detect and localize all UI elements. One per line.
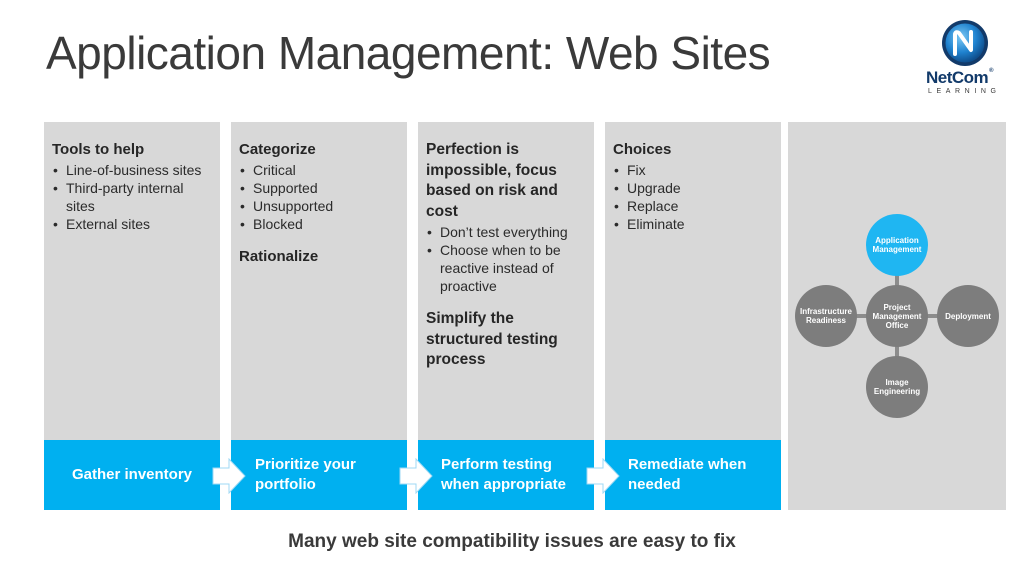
diagram-node-project-management-office: Project Management Office	[866, 285, 928, 347]
diagram-node-application-management: Application Management	[866, 214, 928, 276]
list-item: Critical	[239, 161, 399, 179]
bullet-list: Critical Supported Unsupported Blocked	[239, 161, 399, 233]
column-categorize: Categorize Critical Supported Unsupporte…	[231, 122, 407, 440]
column-subheading: Rationalize	[239, 248, 319, 265]
netcom-logo: NetCom® LEARNING	[922, 18, 1008, 102]
column-tools: Tools to help Line-of-business sites Thi…	[44, 122, 220, 440]
logo-name: NetCom	[926, 68, 989, 87]
list-item: Upgrade	[613, 179, 773, 197]
step-label: Perform testing when appropriate	[441, 456, 567, 493]
step-label: Prioritize your portfolio	[255, 456, 356, 493]
column-choices: Choices Fix Upgrade Replace Eliminate	[605, 122, 781, 440]
diagram-node-infrastructure-readiness: Infrastructure Readiness	[795, 285, 857, 347]
step-prioritize-portfolio: Prioritize your portfolio	[231, 440, 407, 510]
list-item: Third-party internal sites	[52, 179, 212, 215]
diagram-node-deployment: Deployment	[937, 285, 999, 347]
bullet-list: Don’t test everything Choose when to be …	[426, 223, 586, 295]
bullet-list: Fix Upgrade Replace Eliminate	[613, 161, 773, 233]
column-perfection: Perfection is impossible, focus based on…	[418, 122, 594, 440]
column-subheading: Simplify the structured testing process	[426, 310, 558, 368]
column-heading: Perfection is impossible, focus based on…	[426, 141, 558, 220]
list-item: Line-of-business sites	[52, 161, 212, 179]
list-item: Supported	[239, 179, 399, 197]
column-heading: Categorize	[239, 141, 316, 158]
right-arrow-icon	[212, 458, 246, 494]
step-label: Remediate when needed	[628, 456, 747, 493]
slide-footer: Many web site compatibility issues are e…	[288, 531, 736, 552]
diagram-node-image-engineering: Image Engineering	[866, 356, 928, 418]
list-item: Replace	[613, 197, 773, 215]
step-label: Gather inventory	[71, 466, 193, 483]
diagram-connector	[854, 314, 874, 318]
logo-tagline: LEARNING	[928, 88, 1001, 95]
right-arrow-icon	[399, 458, 433, 494]
list-item: Blocked	[239, 215, 399, 233]
list-item: Eliminate	[613, 215, 773, 233]
list-item: Choose when to be reactive instead of pr…	[426, 241, 586, 295]
list-item: External sites	[52, 215, 212, 233]
logo-trademark: ®	[989, 68, 994, 74]
column-heading: Tools to help	[52, 141, 145, 158]
step-remediate: Remediate when needed	[605, 440, 781, 510]
column-heading: Choices	[613, 141, 672, 158]
list-item: Don’t test everything	[426, 223, 586, 241]
list-item: Fix	[613, 161, 773, 179]
diagram-panel: Application Management Infrastructure Re…	[788, 122, 1006, 510]
list-item: Unsupported	[239, 197, 399, 215]
bullet-list: Line-of-business sites Third-party inter…	[52, 161, 212, 233]
globe-logo-icon	[942, 20, 988, 66]
slide-title: Application Management: Web Sites	[46, 27, 771, 79]
right-arrow-icon	[586, 458, 620, 494]
diagram-connector	[920, 314, 940, 318]
step-perform-testing: Perform testing when appropriate	[418, 440, 594, 510]
step-gather-inventory: Gather inventory	[44, 440, 220, 510]
